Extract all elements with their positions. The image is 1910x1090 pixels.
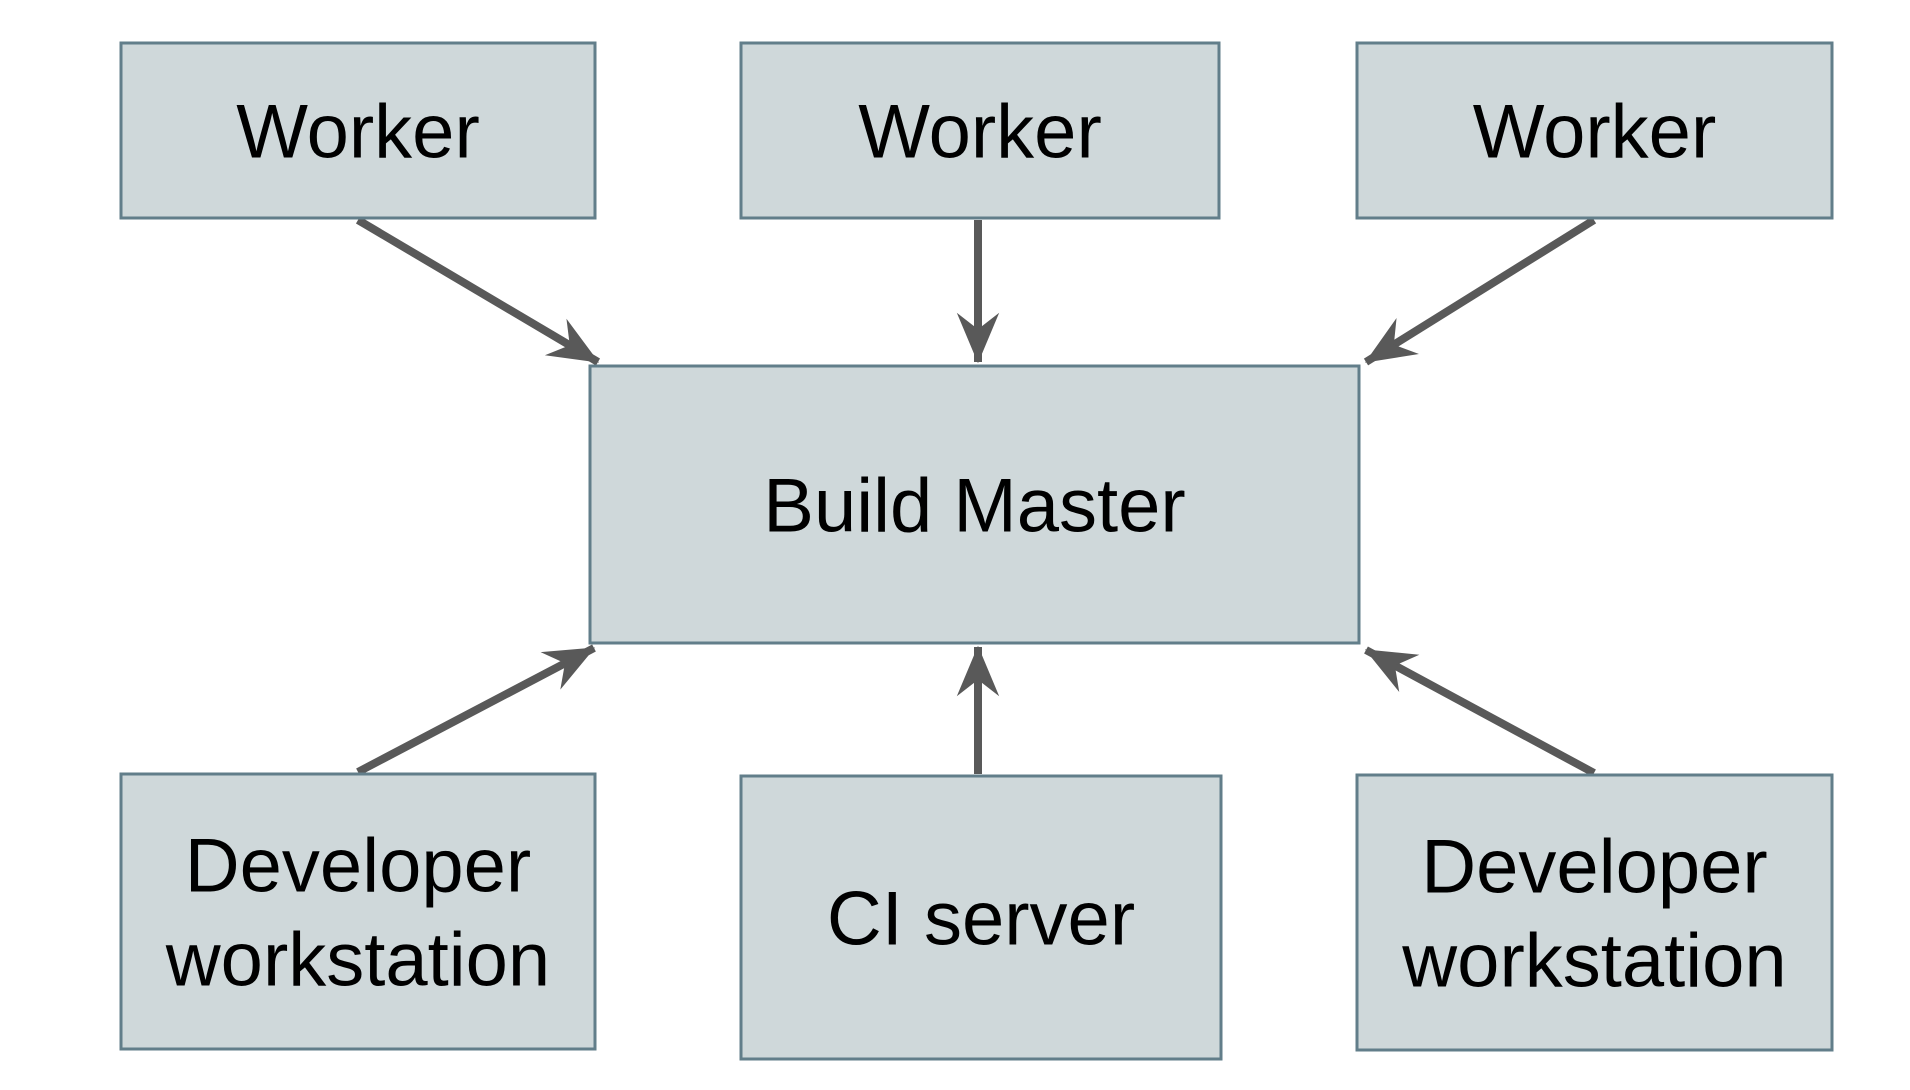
- node-label-worker-3: Worker: [1473, 89, 1717, 174]
- node-box-worker-2: [739, 41, 1221, 220]
- node-worker-2: Worker: [739, 41, 1221, 220]
- node-label-worker-2: Worker: [858, 89, 1102, 174]
- node-label-line: Build Master: [763, 463, 1185, 548]
- node-label-line: CI server: [827, 876, 1135, 961]
- node-box-ci-server: [739, 774, 1223, 1061]
- node-label-build-master: Build Master: [763, 463, 1185, 548]
- node-label-line: workstation: [1401, 918, 1786, 1003]
- node-label-line: Developer: [185, 823, 531, 908]
- node-box-worker-3: [1355, 41, 1834, 220]
- node-label-line: Developer: [1421, 824, 1767, 909]
- arrow-developer-workstation-1-to-build-master: [356, 644, 596, 776]
- node-box-build-master: [588, 364, 1361, 645]
- node-developer-workstation-1: Developer workstation: [119, 772, 597, 1051]
- node-box-developer-workstation-2: [1355, 773, 1834, 1052]
- node-label-developer-workstation-1: Developer workstation: [165, 823, 550, 1002]
- node-label-worker-1: Worker: [236, 89, 480, 174]
- node-developer-workstation-2: Developer workstation: [1355, 773, 1834, 1052]
- arrow-worker-3-to-build-master: [1363, 216, 1597, 366]
- node-build-master: Build Master: [588, 364, 1361, 645]
- node-box-worker-1: [119, 41, 597, 220]
- node-label-line: Worker: [1473, 89, 1717, 174]
- node-worker-3: Worker: [1355, 41, 1834, 220]
- node-label-developer-workstation-2: Developer workstation: [1401, 824, 1786, 1003]
- node-ci-server: CI server: [739, 774, 1223, 1061]
- node-worker-1: Worker: [119, 41, 597, 220]
- node-label-line: Worker: [236, 89, 480, 174]
- node-box-developer-workstation-1: [119, 772, 597, 1051]
- arrow-developer-workstation-2-to-build-master: [1364, 646, 1596, 777]
- node-label-ci-server: CI server: [827, 876, 1135, 961]
- node-label-line: Worker: [858, 89, 1102, 174]
- node-label-line: workstation: [165, 917, 550, 1002]
- arrow-worker-1-to-build-master: [355, 216, 601, 366]
- edges-layer: [355, 216, 1597, 777]
